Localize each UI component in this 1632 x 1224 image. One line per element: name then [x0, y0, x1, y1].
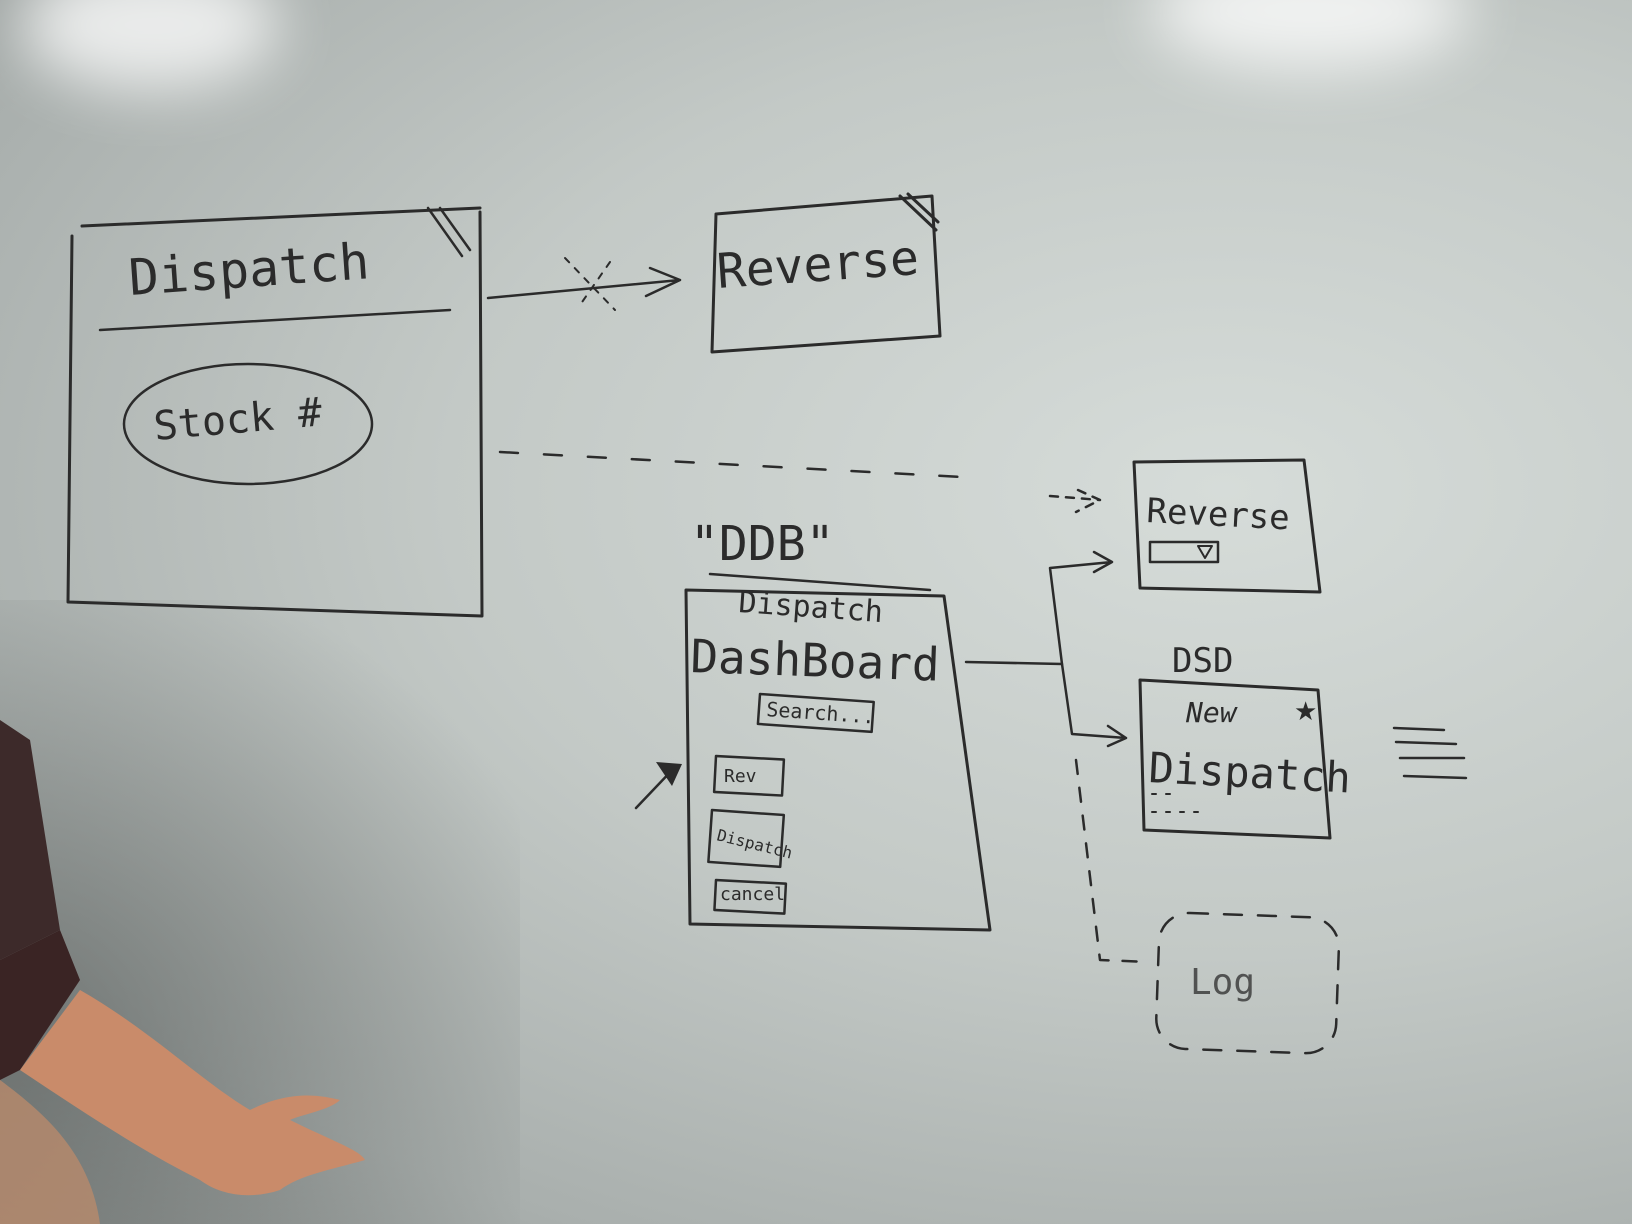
ddb-underline [708, 572, 932, 592]
star-icon: ★ [1294, 697, 1317, 727]
cancel-button [713, 878, 788, 915]
reverse-small-dropdown [1148, 540, 1220, 564]
reverse-screen-title: Reverse [715, 230, 921, 300]
reverse-small-box: Reverse [1132, 458, 1322, 594]
person-arm [0, 720, 365, 1224]
dispatch-button [707, 808, 786, 869]
dispatch-screen-box: Dispatch Stock # [66, 206, 484, 618]
new-dispatch-line2: Dispatch [1147, 743, 1352, 803]
log-box: Log [1155, 911, 1341, 1055]
dashboard-title-line2: DashBoard [690, 629, 941, 692]
dispatch-dashboard-box: Dispatch DashBoard Search... Rev Dispatc… [634, 585, 992, 932]
list-icon [1392, 726, 1468, 780]
dsd-label: DSD [1172, 641, 1233, 681]
new-dispatch-line1: New [1185, 696, 1238, 729]
ddb-label: "DDB" [690, 516, 835, 572]
rev-button-label: Rev [724, 766, 757, 787]
log-label: Log [1190, 962, 1255, 1003]
stock-number-field [122, 362, 374, 486]
new-dispatch-box: New Dispatch ★ [1138, 678, 1352, 840]
crossed-arrow [486, 257, 682, 311]
dispatch-screen-title: Dispatch [127, 232, 371, 307]
dashboard-title-line1: Dispatch [737, 585, 884, 630]
cancel-button-label: cancel [720, 884, 785, 905]
stock-number-label: Stock # [152, 389, 324, 450]
dashed-divider [498, 450, 982, 480]
chevron-down-icon [1197, 545, 1213, 559]
pointer-arrowhead [656, 762, 682, 786]
search-box [756, 692, 875, 734]
reverse-small-title: Reverse [1146, 491, 1291, 538]
dashed-arrow [1048, 488, 1102, 514]
reverse-screen-box: Reverse [710, 192, 942, 354]
rev-button [712, 754, 786, 797]
branch-arrows [964, 550, 1152, 964]
